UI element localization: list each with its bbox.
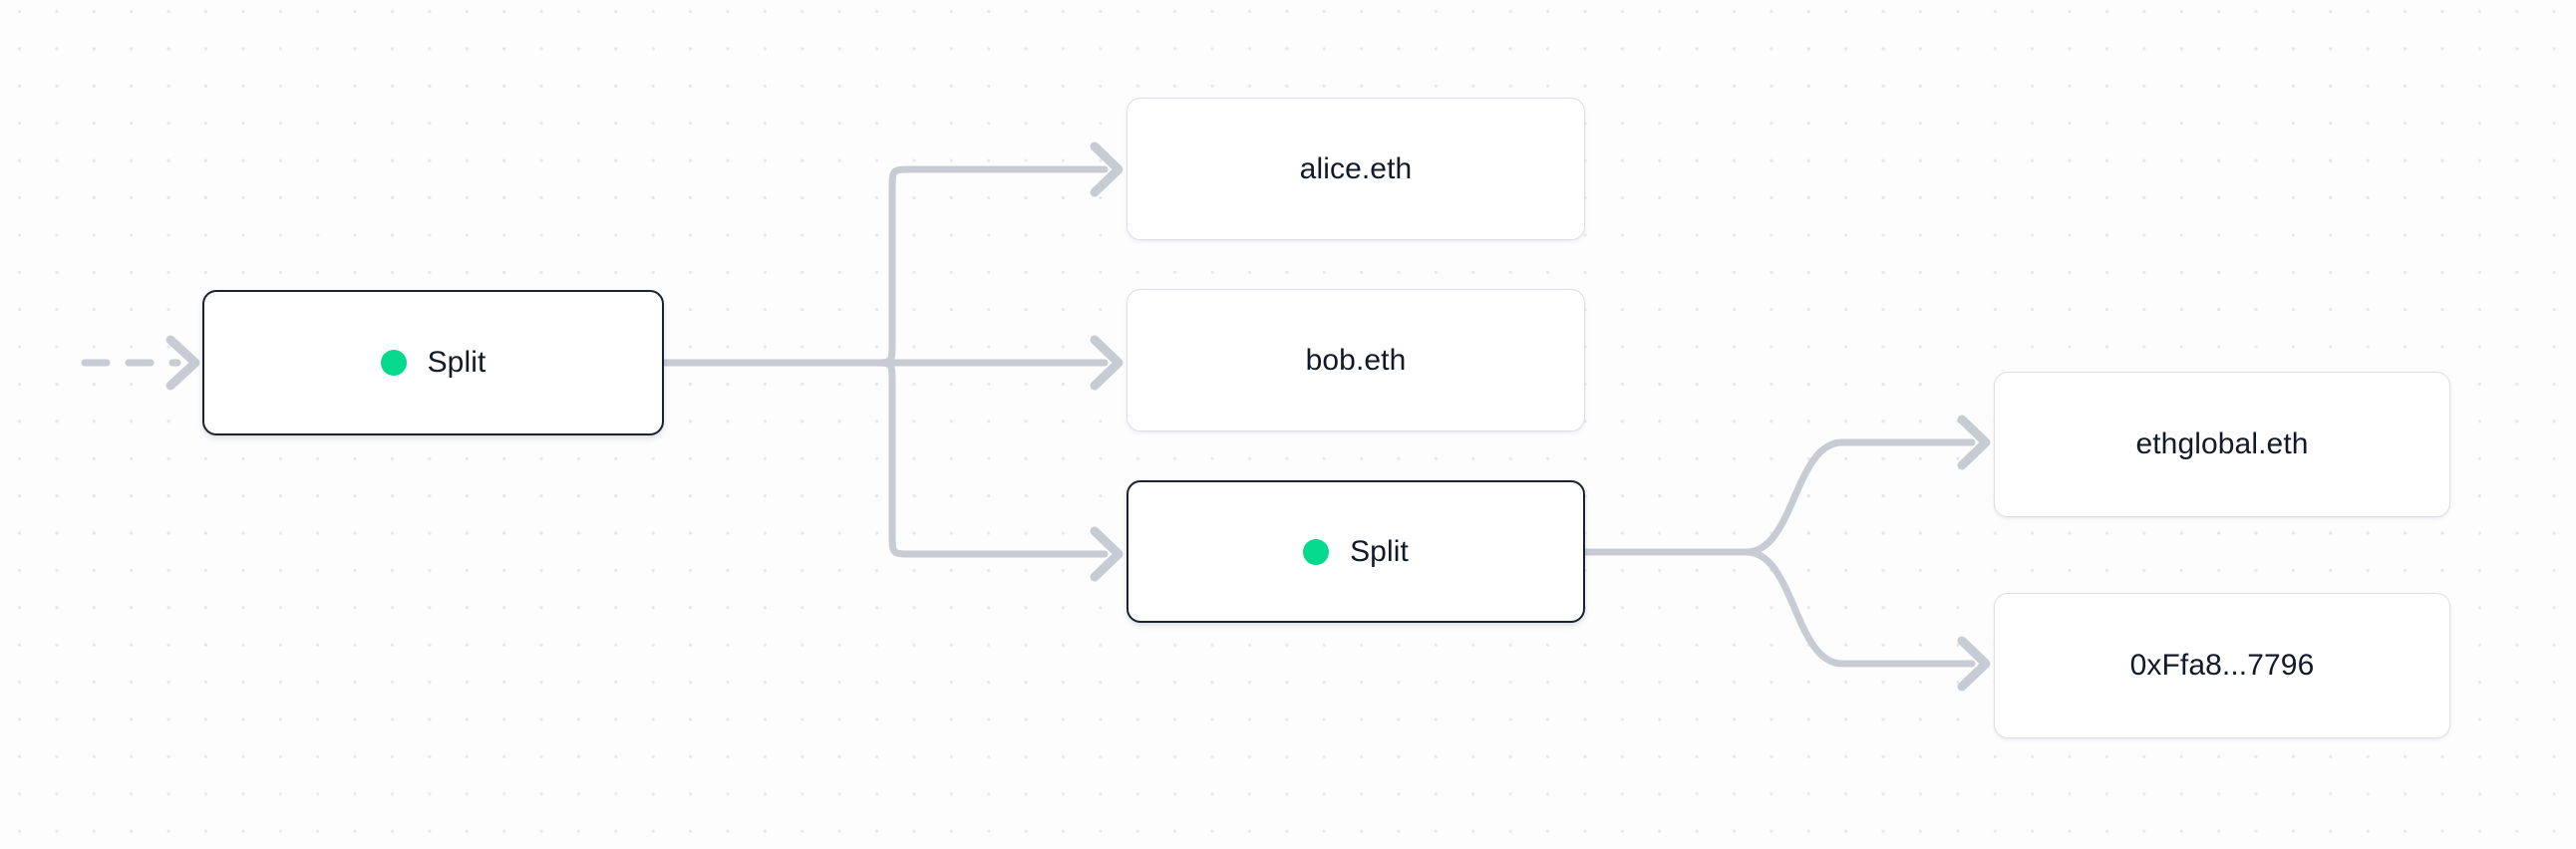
split-nested-content: Split [1303, 535, 1409, 569]
node-split-root[interactable]: Split [202, 290, 664, 435]
node-recipient-bob[interactable]: bob.eth [1127, 289, 1585, 431]
node-label-split-root: Split [427, 346, 486, 379]
node-recipient-address[interactable]: 0xFfa8...7796 [1994, 593, 2450, 738]
edge-alice-arrowhead [1090, 142, 1124, 197]
node-recipient-ethglobal[interactable]: ethglobal.eth [1994, 372, 2450, 517]
edge-address-arrowhead [1957, 636, 1991, 692]
node-label-recipient-address: 0xFfa8...7796 [2129, 649, 2315, 682]
edge-split-nested-to-ethglobal [1743, 438, 1976, 556]
status-dot-green-icon [380, 350, 407, 376]
edge-split-nested-arrowhead [1090, 526, 1124, 582]
node-label-recipient-bob: bob.eth [1305, 343, 1407, 377]
node-label-recipient-alice: alice.eth [1299, 151, 1413, 185]
node-label-recipient-ethglobal: ethglobal.eth [2135, 427, 2309, 460]
node-split-nested[interactable]: Split [1127, 480, 1585, 623]
edge-bob-arrowhead [1090, 335, 1124, 391]
edge-split-root-to-alice [868, 165, 1109, 367]
edge-split-root-to-split-nested [868, 359, 1109, 558]
edge-ethglobal-arrowhead [1957, 415, 1991, 470]
node-recipient-alice[interactable]: alice.eth [1127, 98, 1585, 240]
edge-input-arrowhead [165, 335, 200, 391]
status-dot-green-icon [1303, 538, 1330, 565]
split-root-content: Split [380, 346, 486, 380]
edge-split-nested-to-address [1743, 548, 1976, 668]
node-label-split-nested: Split [1350, 534, 1409, 568]
